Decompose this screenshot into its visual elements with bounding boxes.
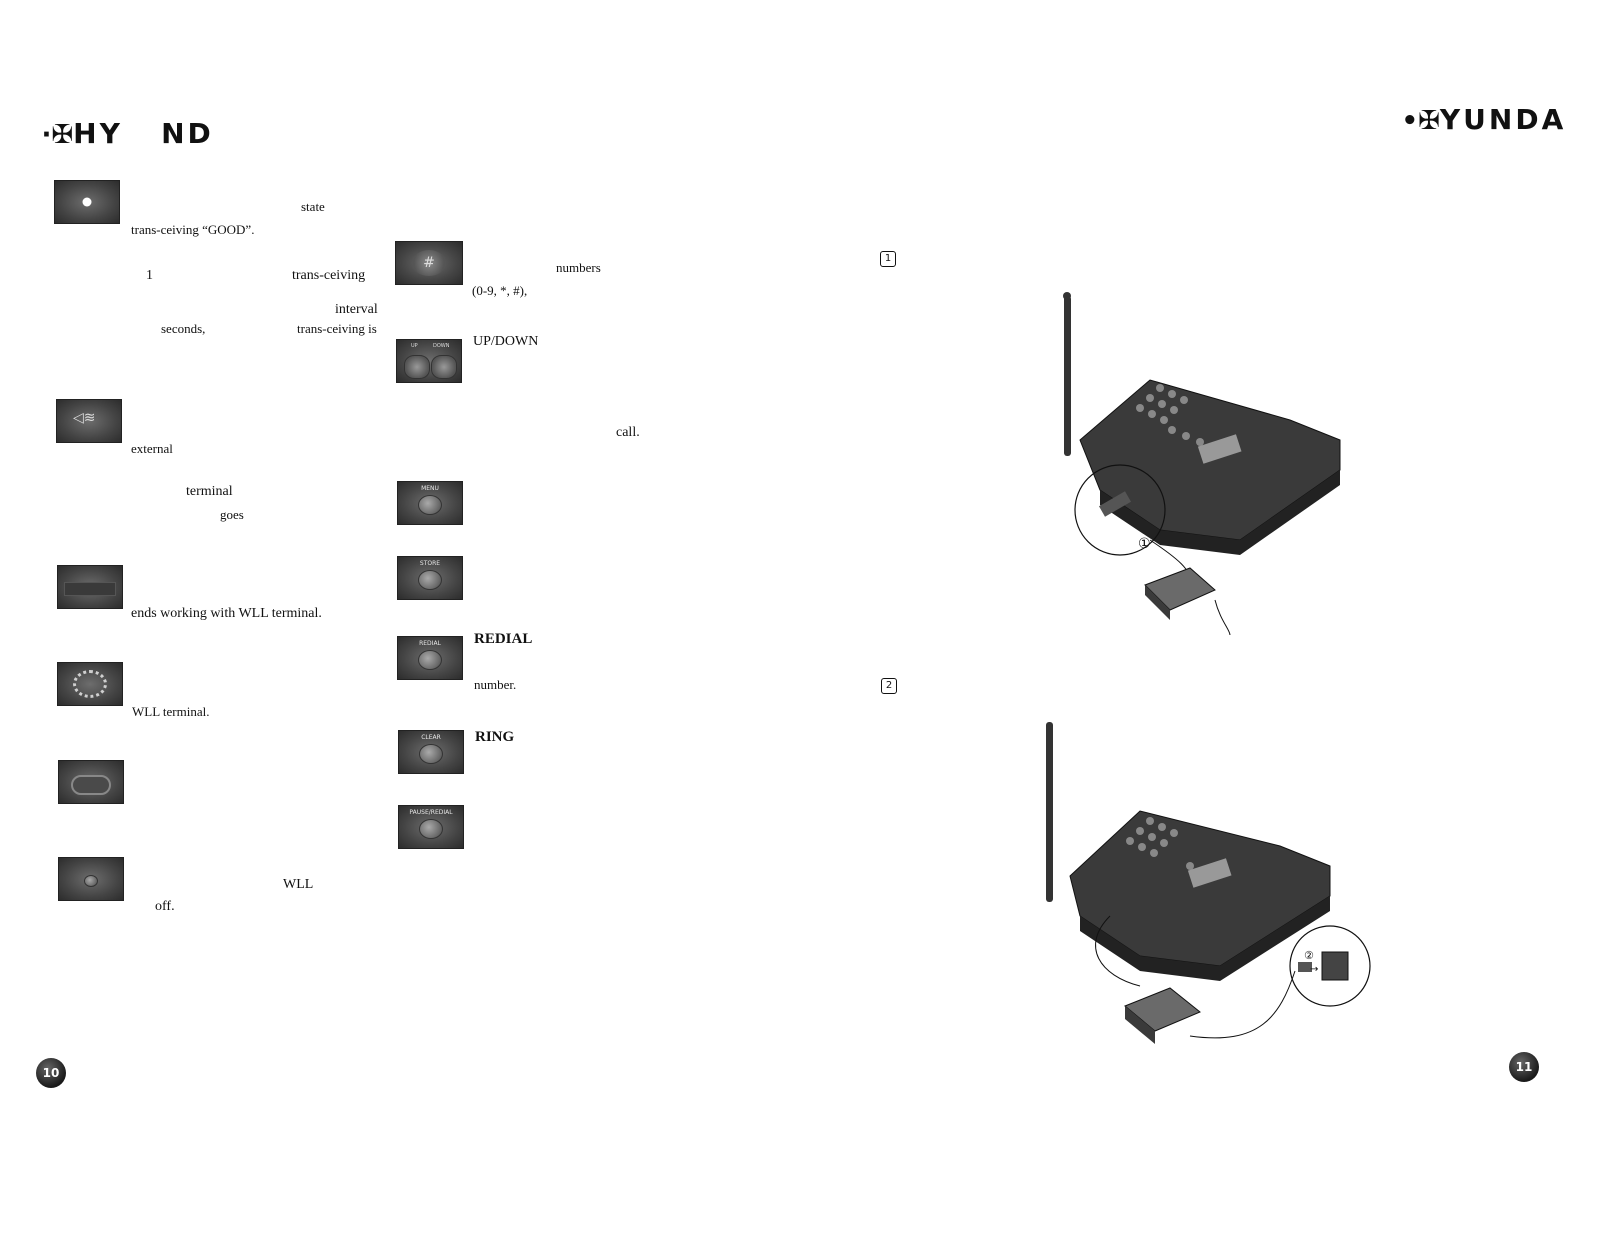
text-interval: interval <box>335 302 378 317</box>
up-key-caption: UP <box>411 343 418 349</box>
text-trans-good: trans-ceiving “GOOD”. <box>131 222 255 237</box>
text-seconds: seconds, <box>161 321 206 336</box>
text-number: number. <box>474 677 517 692</box>
hook-switch-icon <box>71 775 111 795</box>
hash-key-icon: # <box>412 250 446 276</box>
text-trans-is: trans-ceiving is <box>297 321 377 336</box>
brand-text-left: HY ND <box>73 117 214 150</box>
arrow-icon: → <box>1310 964 1318 975</box>
text-numbers: numbers <box>556 260 601 275</box>
redial-knob-icon <box>418 650 442 671</box>
clear-knob-icon <box>419 744 443 765</box>
display-bar-image <box>57 565 123 609</box>
hook-button-image <box>58 760 124 804</box>
text-off: off. <box>155 899 175 914</box>
power-adapter-icon <box>1144 567 1216 611</box>
redial-button-image: REDIAL <box>397 636 463 680</box>
power-led-button-image <box>54 180 120 224</box>
logo-mark-icon: ·✠ <box>41 120 74 150</box>
down-arrow-icon <box>431 355 457 379</box>
store-button-image: STORE <box>397 556 463 600</box>
dotted-ring-icon <box>73 670 107 698</box>
text-trans-ceiving: trans-ceiving <box>292 268 366 283</box>
callout-2-label: ② <box>1304 949 1314 962</box>
cable-icon <box>1095 915 1141 987</box>
step-2-marker: 2 <box>881 678 897 694</box>
page-number-left: 10 <box>36 1058 66 1088</box>
pause-redial-knob-icon <box>419 819 443 840</box>
antenna-icon <box>1046 722 1053 902</box>
switch-dot-icon <box>84 875 98 888</box>
display-bar-icon <box>64 582 116 596</box>
power-switch-image <box>58 857 124 901</box>
text-ends-working: ends working with WLL terminal. <box>131 606 322 621</box>
pause-redial-button-image: PAUSE/REDIAL <box>398 805 464 849</box>
text-one: 1 <box>146 268 153 283</box>
menu-knob-icon <box>418 495 442 516</box>
text-redial: REDIAL <box>474 631 533 647</box>
brand-logo-right: •✠YUNDA <box>1376 70 1566 136</box>
store-key-caption: STORE <box>419 560 441 567</box>
redial-key-caption: REDIAL <box>419 640 441 647</box>
updown-button-image: UP DOWN <box>396 339 462 383</box>
speaker-button-image: ◁≋ <box>56 399 122 443</box>
text-state: state <box>301 199 325 214</box>
text-terminal: terminal <box>186 484 233 499</box>
dial-ring-button-image <box>57 662 123 706</box>
text-wll: WLL <box>283 877 314 892</box>
plug-icon <box>1099 491 1131 517</box>
led-dot-icon <box>82 197 92 207</box>
brand-text-right: YUNDA <box>1439 103 1567 136</box>
brand-logo-left: ·✠HY ND <box>16 84 214 150</box>
callout-circle-icon <box>1289 925 1371 1007</box>
display-screen-icon <box>1197 434 1242 464</box>
text-external: external <box>131 441 173 456</box>
text-wll-terminal: WLL terminal. <box>132 704 210 719</box>
page-number-right: 11 <box>1509 1052 1539 1082</box>
power-adapter-icon <box>1124 987 1201 1032</box>
clear-button-image: CLEAR <box>398 730 464 774</box>
plug-icon <box>1298 962 1312 972</box>
text-keys: (0-9, *, #), <box>472 283 528 298</box>
phone-connection-illustration-2: ② → <box>1046 722 1371 1044</box>
keypad-button-image: # <box>395 241 463 285</box>
keypad-icon <box>1136 384 1204 446</box>
menu-button-image: MENU <box>397 481 463 525</box>
store-knob-icon <box>418 570 442 591</box>
menu-key-caption: MENU <box>421 485 439 492</box>
display-screen-icon <box>1187 858 1232 888</box>
wall-socket-icon <box>1321 951 1349 981</box>
antenna-icon <box>1064 296 1071 456</box>
text-updown: UP/DOWN <box>473 334 539 349</box>
text-call: call. <box>616 425 640 440</box>
text-goes: goes <box>220 507 244 522</box>
down-key-caption: DOWN <box>433 343 450 349</box>
up-arrow-icon <box>404 355 430 379</box>
callout-1-label: ① <box>1138 536 1151 552</box>
step-1-marker: 1 <box>880 251 896 267</box>
phone-connection-illustration-1: ① <box>1063 292 1341 636</box>
callout-circle-icon <box>1074 464 1166 556</box>
text-ring: RING <box>475 729 515 745</box>
pause-redial-key-caption: PAUSE/REDIAL <box>409 809 453 816</box>
clear-key-caption: CLEAR <box>421 734 441 741</box>
speaker-icon: ◁≋ <box>73 410 96 426</box>
logo-mark-icon: •✠ <box>1401 106 1440 136</box>
